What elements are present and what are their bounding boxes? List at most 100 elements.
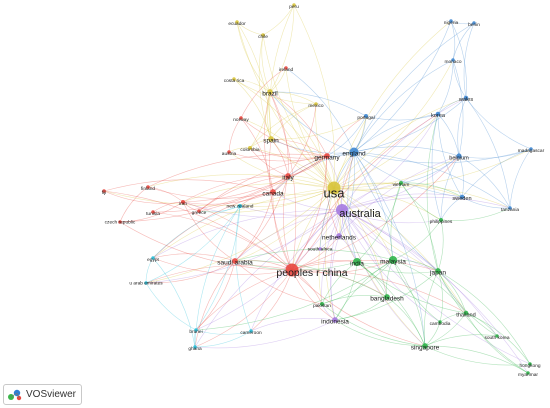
node-hongkong[interactable]	[528, 362, 532, 366]
link-monaco-benin	[452, 22, 475, 61]
node-brazil[interactable]	[267, 89, 273, 95]
node-netherlands[interactable]	[336, 233, 342, 239]
node-indonesia[interactable]	[332, 317, 338, 323]
label-sweden: sweden	[452, 196, 471, 202]
node-saudi-arabia[interactable]	[232, 258, 238, 264]
link-canada-egypt	[152, 191, 274, 259]
link-malaysia-pakistan	[321, 259, 394, 305]
link-england-malaysia	[353, 151, 394, 261]
link-usa-india	[333, 187, 358, 263]
link-usa-mexico	[315, 103, 335, 189]
label-cambodia: cambodia	[430, 321, 451, 327]
node-tanzania[interactable]	[508, 206, 512, 210]
node-austria[interactable]	[227, 150, 231, 154]
link-italy-brazil	[269, 91, 289, 177]
link-wales-benin	[463, 22, 475, 99]
node-madagascar[interactable]	[529, 147, 533, 151]
link-nigeria-benin	[450, 20, 475, 25]
node-portugal[interactable]	[363, 113, 369, 119]
link-spain-peru	[269, 4, 295, 140]
node-colombia[interactable]	[247, 145, 253, 151]
node-ghana[interactable]	[193, 345, 197, 349]
node-tunisia[interactable]	[151, 210, 155, 214]
node-canada[interactable]	[270, 189, 276, 195]
node-norway[interactable]	[239, 116, 243, 120]
node-new-zealand[interactable]	[237, 203, 243, 209]
label-india: india	[350, 261, 364, 268]
label-costa-rica: costa rica	[224, 78, 245, 84]
link-australia-saudi_arabia	[234, 209, 343, 262]
link-belgium-madagascar	[458, 148, 532, 159]
link-japan-indonesia	[334, 270, 439, 321]
node-italy[interactable]	[285, 173, 291, 179]
node-pakistan[interactable]	[319, 301, 325, 307]
node-bangladesh[interactable]	[384, 294, 390, 300]
node-ireland[interactable]	[284, 66, 288, 70]
node-peru[interactable]	[292, 3, 296, 7]
node-south-africa[interactable]	[318, 247, 322, 251]
node-england[interactable]	[349, 147, 359, 157]
node-india[interactable]	[353, 258, 361, 266]
node-cameroon[interactable]	[249, 329, 253, 333]
node-mexico[interactable]	[314, 102, 318, 106]
node-cambodia[interactable]	[438, 320, 442, 324]
link-usa-peoples_r_china	[291, 187, 335, 271]
node-japan[interactable]	[435, 268, 441, 274]
node-sweden[interactable]	[459, 194, 465, 200]
link-england-japan	[353, 151, 439, 272]
link-australia-vietnam	[341, 182, 402, 211]
node-usa[interactable]	[327, 181, 341, 195]
label-brazil: brazil	[262, 91, 278, 98]
node-vietnam[interactable]	[398, 180, 404, 186]
node-philippines[interactable]	[438, 217, 444, 223]
link-belgium-korea	[437, 113, 460, 157]
node-nigeria[interactable]	[449, 19, 453, 23]
node-ecuador[interactable]	[235, 20, 239, 24]
node-south-korea[interactable]	[495, 334, 499, 338]
node-finland[interactable]	[146, 185, 150, 189]
link-mexico-costa_rica	[233, 78, 317, 105]
node-czech-republic[interactable]	[118, 220, 122, 224]
link-korea-wales	[437, 97, 467, 115]
node-u-arab-emirates[interactable]	[144, 281, 148, 285]
node-spain[interactable]	[268, 136, 274, 142]
node-korea[interactable]	[435, 111, 441, 117]
label-tunisia: tunisia	[146, 211, 160, 217]
node-myanmar[interactable]	[526, 371, 530, 375]
node-costa-rica[interactable]	[232, 77, 236, 81]
node-benin[interactable]	[472, 21, 476, 25]
node-iran[interactable]	[180, 199, 186, 205]
link-bangladesh-pakistan	[321, 294, 388, 305]
label-fiji: fiji	[102, 190, 107, 196]
node-peoples-r-china[interactable]	[285, 263, 299, 277]
node-egypt[interactable]	[151, 256, 155, 260]
node-monaco[interactable]	[451, 58, 455, 62]
node-thailand[interactable]	[463, 310, 469, 316]
node-singapore[interactable]	[422, 343, 428, 349]
link-chile-peru	[262, 4, 295, 36]
link-germany-italy	[287, 155, 328, 177]
node-belgium[interactable]	[456, 153, 462, 159]
node-brunei[interactable]	[194, 328, 198, 332]
node-chile[interactable]	[261, 33, 265, 37]
link-usa-sweden	[333, 182, 463, 198]
link-brazil-ecuador	[236, 21, 271, 93]
node-wales[interactable]	[463, 95, 469, 101]
node-fiji[interactable]	[102, 189, 106, 193]
link-peoples_r_china-thailand	[291, 269, 467, 314]
node-germany[interactable]	[324, 153, 330, 159]
node-greece[interactable]	[197, 209, 201, 213]
label-ireland: ireland	[279, 67, 294, 73]
link-australia-thailand	[341, 209, 467, 314]
link-australia-bangladesh	[341, 209, 388, 298]
link-germany-finland	[147, 153, 328, 188]
label-usa: usa	[324, 185, 346, 200]
label-indonesia: indonesia	[321, 319, 349, 326]
link-australia-pakistan	[321, 209, 343, 305]
node-malaysia[interactable]	[389, 256, 397, 264]
link-usa-chile	[262, 34, 335, 189]
node-australia[interactable]	[336, 204, 348, 216]
link-netherlands-indonesia	[330, 235, 340, 321]
link-england-brazil	[269, 91, 355, 153]
link-england-monaco	[353, 59, 454, 153]
